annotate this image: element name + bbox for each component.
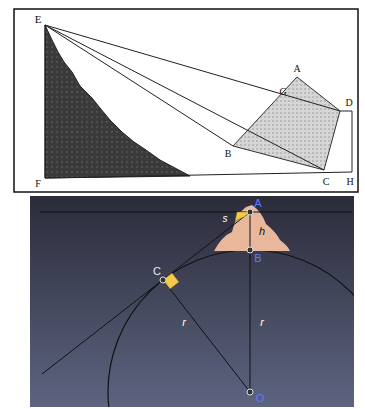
point-label: B	[254, 253, 261, 264]
point-label: E	[35, 14, 42, 25]
top-figure	[14, 9, 358, 192]
dark-panel	[30, 196, 354, 407]
tangent-line	[42, 212, 250, 374]
point-label: D	[345, 98, 352, 108]
point-label: r	[260, 317, 264, 328]
point-label: G	[279, 87, 286, 97]
mountain	[45, 25, 190, 178]
point-label: A	[254, 198, 261, 209]
point-label: A	[293, 64, 300, 74]
bottom-figure	[30, 196, 365, 409]
point	[247, 209, 253, 215]
point-label: s	[223, 214, 228, 224]
radius-line	[163, 280, 250, 392]
point-label: F	[35, 179, 41, 189]
point-label: H	[346, 177, 353, 187]
point	[160, 277, 166, 283]
horizontal-line	[40, 212, 352, 213]
vertical-line	[250, 212, 251, 392]
point-label: C	[323, 177, 330, 187]
point-label: r	[182, 317, 186, 328]
earth-circle	[108, 250, 354, 407]
figure-frame	[14, 9, 358, 192]
point-label: B	[225, 149, 232, 159]
square-abcd	[233, 77, 340, 170]
point-label: O	[256, 393, 265, 404]
point-label: h	[259, 226, 265, 237]
point-label: C	[153, 266, 161, 277]
point	[247, 247, 253, 253]
point	[247, 389, 253, 395]
